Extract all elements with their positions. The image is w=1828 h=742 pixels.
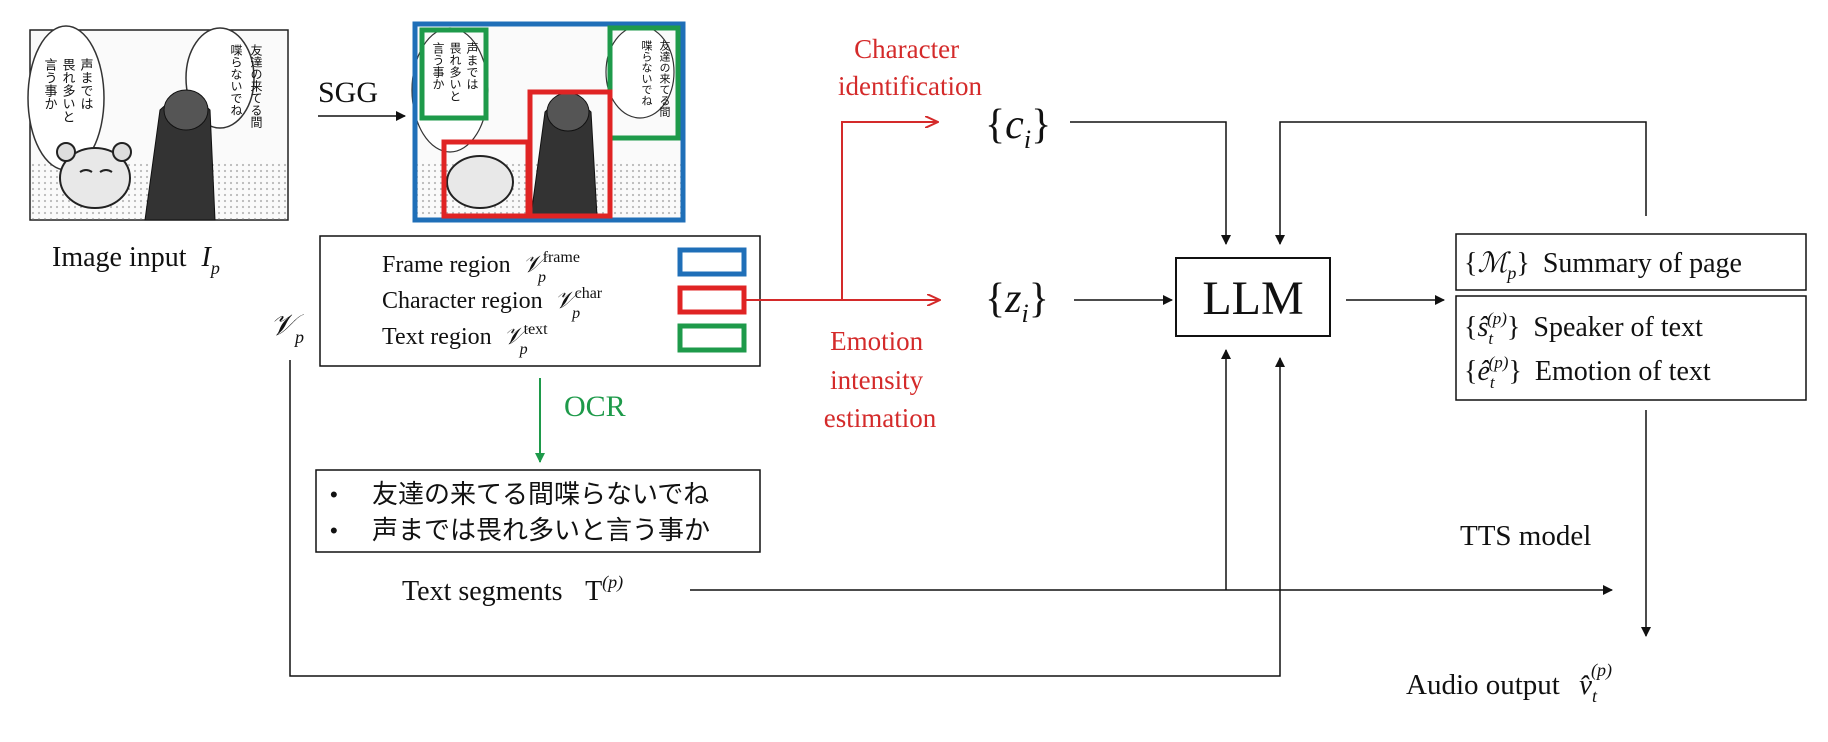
regions-to-llm-line — [289, 357, 1285, 677]
summary-label: {ℳp} Summary of page — [1464, 248, 1742, 283]
frame-legend-swatch — [677, 247, 747, 277]
annotated-text-5: 言う事か — [431, 42, 445, 90]
manga-text-4: 畏れ多いと — [61, 58, 76, 123]
z-i-label: {zi} — [985, 276, 1049, 328]
annotated-text-2: 喋らないでね — [640, 40, 653, 106]
ocr-bullet-marker: • — [330, 518, 338, 543]
c-i-label: {ci} — [985, 102, 1051, 154]
ocr-bullet-1: 友達の来てる間喋らないでね — [372, 479, 709, 509]
manga-text-5: 言う事か — [43, 58, 58, 110]
manga-text-1: 友達の来てる間 — [249, 44, 263, 128]
sgg-label: SGG — [318, 76, 378, 109]
text-legend-swatch — [677, 323, 747, 353]
character-identification-label: Character identification — [838, 34, 982, 101]
c-to-llm-line — [1070, 121, 1231, 245]
speaker-label: {ŝt(p)} Speaker of text — [1464, 309, 1703, 348]
manga-text-3: 声までは — [79, 58, 94, 110]
emotion-label: {êt(p)} Emotion of text — [1464, 353, 1711, 392]
text-segments-label: Text segments T(p) — [402, 572, 623, 607]
ocr-bullet-2: 声までは畏れ多いと言う事か — [372, 515, 710, 545]
image-input-caption: Image input Ip — [52, 242, 220, 278]
character-box-person — [527, 89, 613, 219]
tts-label: TTS model — [1460, 520, 1591, 552]
emotion-estimation-label: Emotion intensity estimation — [824, 326, 937, 433]
annotated-text-1: 友達の来てる間 — [658, 39, 671, 118]
annotated-text-4: 畏れ多いと — [448, 42, 462, 102]
regions-set-label: 𝒱p — [270, 309, 304, 347]
feedback-loop-line — [1275, 121, 1647, 245]
annotated-text-3: 声までは — [465, 42, 479, 90]
character-branch-line — [746, 122, 938, 301]
ocr-label: OCR — [564, 390, 626, 423]
audio-output-label: Audio output v̂t(p) — [1406, 660, 1612, 706]
ocr-bullet-marker: • — [330, 482, 338, 507]
hamster-character — [56, 142, 132, 209]
character-legend-swatch — [677, 285, 747, 315]
manga-text-2: 喋らないでね — [229, 44, 243, 116]
annotated-manga-image: 友達の来てる間 喋らないでね 声までは 畏れ多いと 言う事か — [411, 21, 686, 223]
speaker-emotion-box: {ŝt(p)} Speaker of text {êt(p)} Emotion … — [1455, 295, 1807, 401]
frame-box — [412, 21, 686, 223]
text-box-left — [419, 27, 489, 121]
ocr-output-box: • 友達の来てる間喋らないでね • 声までは畏れ多いと言う事か — [315, 469, 761, 553]
text-box-right — [607, 25, 681, 141]
llm-label: LLM — [1202, 272, 1303, 325]
input-manga-image: 友達の来てる間 喋らないでね 声までは 畏れ多いと 言う事か — [27, 25, 289, 221]
person-character — [144, 89, 216, 221]
llm-box: LLM — [1175, 257, 1331, 337]
summary-box: {ℳp} Summary of page — [1455, 233, 1807, 291]
